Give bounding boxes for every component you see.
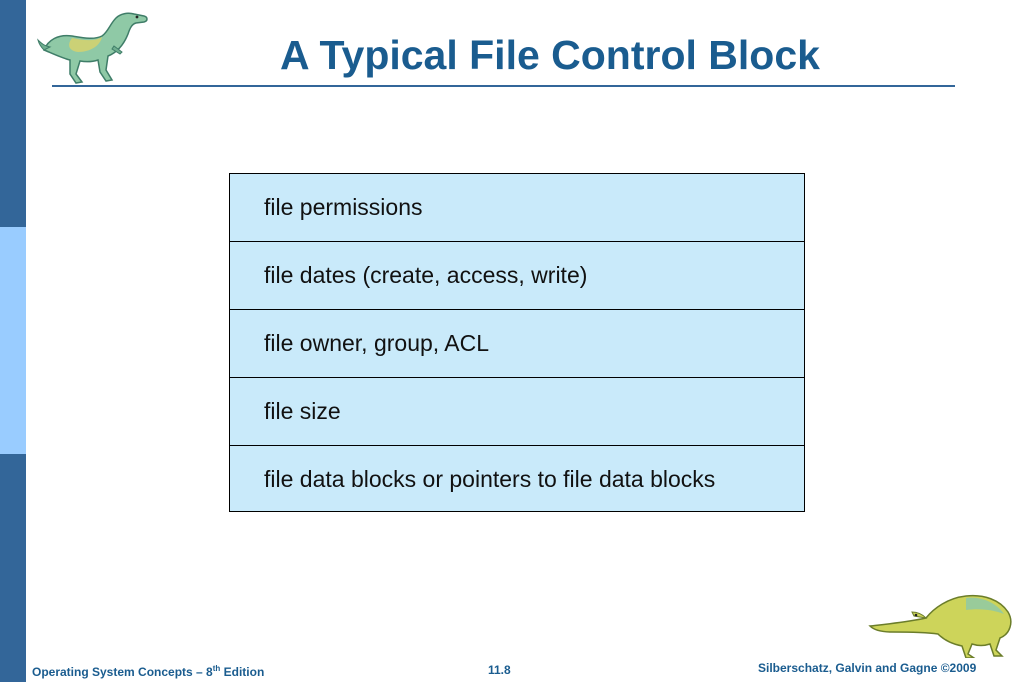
sidebar-middle-stripe — [0, 227, 26, 454]
fcb-row-permissions: file permissions — [230, 174, 804, 242]
fcb-row-data-blocks: file data blocks or pointers to file dat… — [264, 466, 716, 492]
footer-edition-suffix: th — [212, 664, 221, 673]
fcb-row-owner: file owner, group, ACL — [230, 310, 804, 378]
footer-book-title: Operating System Concepts – 8th Edition — [32, 664, 264, 679]
title-underline — [52, 85, 955, 87]
sidebar-bottom-stripe — [0, 454, 26, 682]
footer-edition-word: Edition — [220, 665, 265, 679]
footer-copyright: Silberschatz, Galvin and Gagne ©2009 — [758, 661, 977, 675]
dinosaur-icon — [868, 594, 1012, 658]
footer-book-text: Operating System Concepts – 8 — [32, 665, 213, 679]
sidebar-top-stripe — [0, 0, 26, 227]
fcb-row-dates: file dates (create, access, write) — [230, 242, 804, 310]
dinosaur-icon — [37, 12, 148, 84]
slide-title: A Typical File Control Block — [280, 32, 820, 78]
footer-slide-number: 11.8 — [488, 663, 511, 677]
fcb-row-size: file size — [230, 378, 804, 446]
file-control-block-table: file permissions file dates (create, acc… — [229, 173, 805, 512]
